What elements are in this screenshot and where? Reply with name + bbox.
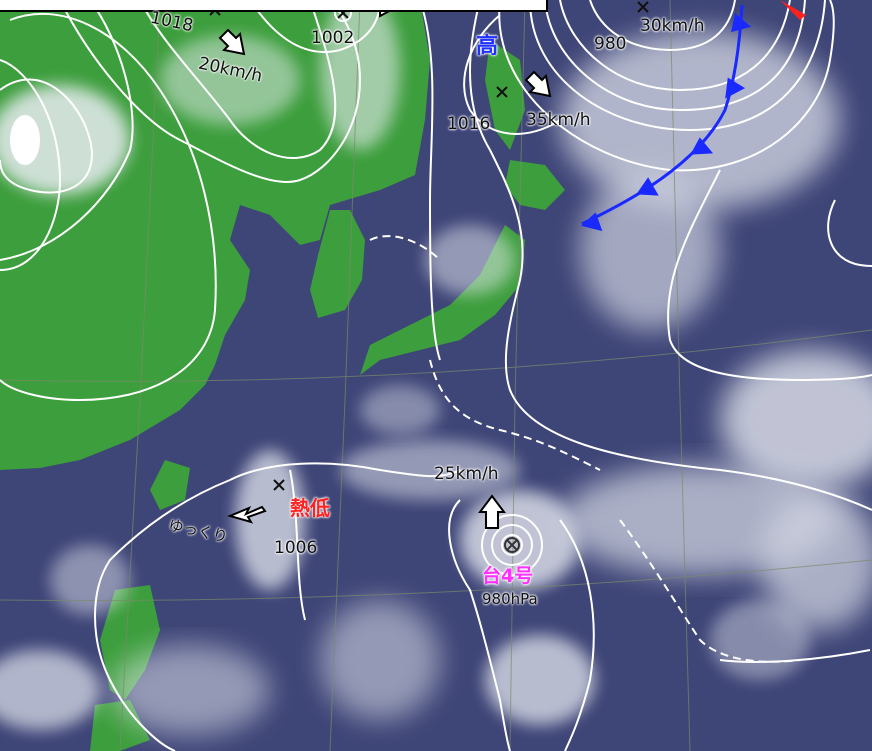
cloud-cover	[0, 0, 872, 735]
typhoon-symbol	[481, 514, 543, 576]
arrow-icon	[226, 505, 267, 524]
low-pressure-motion: 30km/h	[640, 16, 705, 36]
dashed-isobars	[369, 235, 801, 663]
high-pressure-motion: 35km/h	[526, 110, 591, 130]
typhoon-name: 台4号	[482, 565, 534, 587]
high-pressure-symbol: 高	[476, 34, 499, 59]
legend-box	[0, 0, 548, 12]
motion-arrows	[218, 0, 552, 529]
arrow-icon	[218, 28, 246, 56]
north-center-pressure-value: 1002	[311, 28, 355, 48]
low-pressure-value: 980	[594, 34, 627, 54]
honshu	[360, 225, 525, 375]
cold-front	[580, 4, 752, 232]
typhoon-pressure: 980hPa	[482, 590, 538, 608]
taiwan	[150, 460, 190, 510]
tropical-low-symbol: 熱低	[290, 496, 330, 520]
philippines	[100, 585, 160, 700]
high-pressure-value: 1016	[447, 114, 491, 134]
arrow-icon	[478, 494, 506, 529]
tropical-low-value: 1006	[274, 538, 318, 558]
typhoon-motion: 25km/h	[434, 464, 499, 484]
arrow-icon	[524, 70, 552, 98]
